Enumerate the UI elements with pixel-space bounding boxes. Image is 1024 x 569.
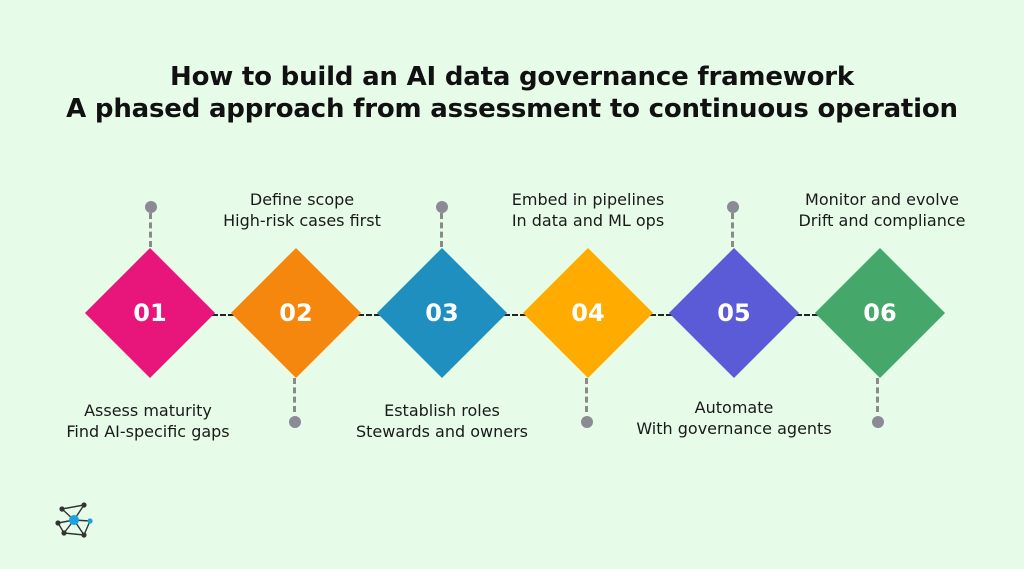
step-description: Drift and compliance [798, 211, 966, 230]
connector-line [358, 314, 380, 318]
connector-line [504, 314, 526, 318]
step-title: Define scope [249, 190, 355, 209]
step-title: Embed in pipelines [511, 190, 665, 209]
step-dot [727, 201, 739, 213]
page-subtitle: A phased approach from assessment to con… [66, 94, 958, 124]
step-stem [149, 213, 152, 247]
step-stem [440, 213, 443, 247]
step-dot [145, 201, 157, 213]
step-title: Automate [694, 398, 774, 417]
step-description: High-risk cases first [223, 211, 381, 230]
step-stem [585, 378, 588, 412]
step-dot [581, 416, 593, 428]
connector-line [212, 314, 234, 318]
step-description: Find AI-specific gaps [66, 422, 230, 441]
step-number: 01 [133, 299, 167, 327]
step-number: 05 [717, 299, 751, 327]
step-description: In data and ML ops [511, 211, 665, 230]
step-number: 02 [279, 299, 313, 327]
step-dot [436, 201, 448, 213]
step-number: 03 [425, 299, 459, 327]
page-title: How to build an AI data governance frame… [170, 62, 854, 92]
step-description: With governance agents [636, 419, 832, 438]
connector-line [796, 314, 818, 318]
step-stem [876, 378, 879, 412]
step-dot [872, 416, 884, 428]
step-description: Stewards and owners [356, 422, 528, 441]
step-dot [289, 416, 301, 428]
step-title: Monitor and evolve [805, 190, 959, 209]
step-title: Establish roles [384, 401, 500, 420]
step-title: Assess maturity [84, 401, 212, 420]
step-stem [293, 378, 296, 412]
step-stem [731, 213, 734, 247]
network-logo-icon [55, 502, 93, 538]
connector-line [650, 314, 672, 318]
step-number: 04 [571, 299, 605, 327]
step-number: 06 [863, 299, 897, 327]
